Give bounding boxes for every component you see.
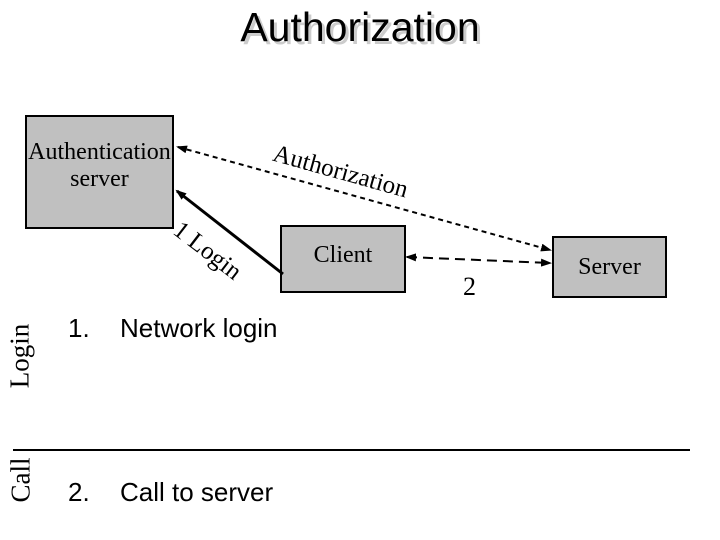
list-item-text: Call to server (120, 477, 274, 507)
list-item-network-login: 1. Network login (68, 315, 278, 341)
login-section-label: Login (4, 323, 35, 389)
call-dashed-arrow (405, 253, 552, 267)
list-item-call-to-server: 2. Call to server (68, 479, 273, 505)
list-item-number: 2. (68, 477, 90, 507)
page-title: Authorization (240, 4, 480, 50)
server-box-label: Server (578, 253, 641, 280)
server-box: Server (552, 236, 667, 298)
authentication-server-label-line1: Authentication (28, 139, 171, 165)
call-section-label: Call (5, 457, 36, 503)
list-item-number: 1. (68, 313, 90, 343)
authentication-server-box: Authentication server (25, 115, 174, 229)
list-item-text: Network login (120, 313, 278, 343)
authorization-dashed-arrow (176, 145, 552, 252)
call-arrow-label: 2 (463, 272, 476, 301)
authentication-server-label-line2: server (70, 166, 129, 192)
login-solid-arrow (175, 189, 284, 276)
